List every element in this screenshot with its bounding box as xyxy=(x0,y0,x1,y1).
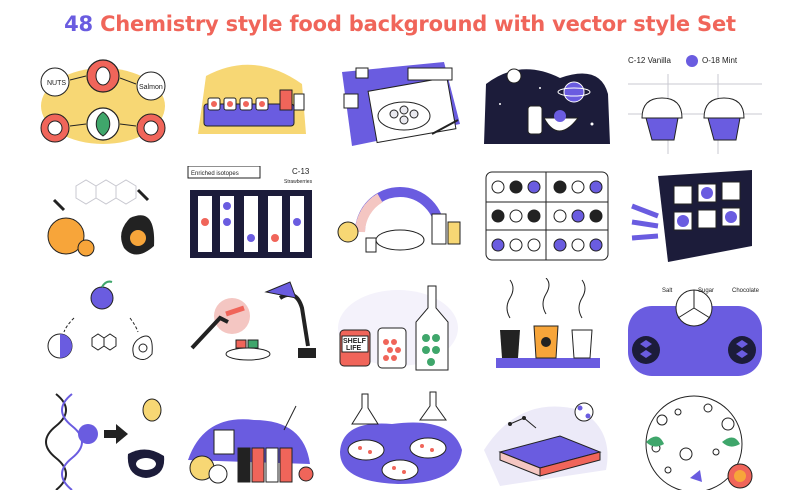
chocolate-label: Chocolate xyxy=(732,288,760,294)
vanilla-label: C-12 Vanilla xyxy=(628,56,672,65)
sugar-label: Sugar xyxy=(698,288,714,294)
salmon-label: Salmon xyxy=(139,84,163,91)
sample-tray-illustration[interactable] xyxy=(480,166,614,266)
fruit-molecule-cycle-illustration[interactable] xyxy=(36,278,170,378)
pizza-flasks-illustration[interactable] xyxy=(332,390,466,490)
page-title: 48 Chemistry style food background with … xyxy=(0,12,800,36)
enriched-isotopes-illustration[interactable]: Enriched isotopes C-13 Strawberries xyxy=(184,166,318,266)
coffee-cups-illustration[interactable] xyxy=(480,278,614,378)
title-text: Chemistry style food background with vec… xyxy=(92,12,736,36)
salt-sugar-chocolate-illustration[interactable]: Salt Sugar Chocolate xyxy=(628,278,762,378)
salt-label: Salt xyxy=(662,288,673,294)
sandwich-molecule-illustration[interactable] xyxy=(480,390,614,490)
nuts-salmon-illustration[interactable]: NUTS Salmon xyxy=(36,54,170,154)
illustration-grid: NUTS Salmon xyxy=(36,54,764,494)
strawberries-label: Strawberries xyxy=(284,179,313,185)
shelf-life-illustration[interactable]: SHELF LIFE xyxy=(332,278,466,378)
sushi-lab-illustration[interactable] xyxy=(184,54,318,154)
robot-arm-illustration[interactable] xyxy=(184,278,318,378)
life-label: LIFE xyxy=(346,345,361,352)
title-count: 48 xyxy=(64,12,93,36)
space-breakfast-illustration[interactable] xyxy=(480,54,614,154)
molecule-avocado-illustration[interactable] xyxy=(36,166,170,266)
dna-steak-illustration[interactable] xyxy=(36,390,170,490)
mint-label: O-18 Mint xyxy=(702,56,738,65)
candy-grid-illustration[interactable] xyxy=(628,166,762,266)
c13-label: C-13 xyxy=(292,167,310,176)
cupcakes-illustration[interactable]: C-12 Vanilla O-18 Mint xyxy=(628,54,762,154)
isotopes-label: Enriched isotopes xyxy=(191,171,239,177)
nuts-label: NUTS xyxy=(47,80,66,87)
color-gauge-illustration[interactable] xyxy=(332,166,466,266)
lemon-juice-bars-illustration[interactable] xyxy=(184,390,318,490)
kitchen-prep-illustration[interactable] xyxy=(332,54,466,154)
bubbles-citrus-illustration[interactable] xyxy=(628,390,762,490)
shelf-label: SHELF xyxy=(343,338,367,345)
